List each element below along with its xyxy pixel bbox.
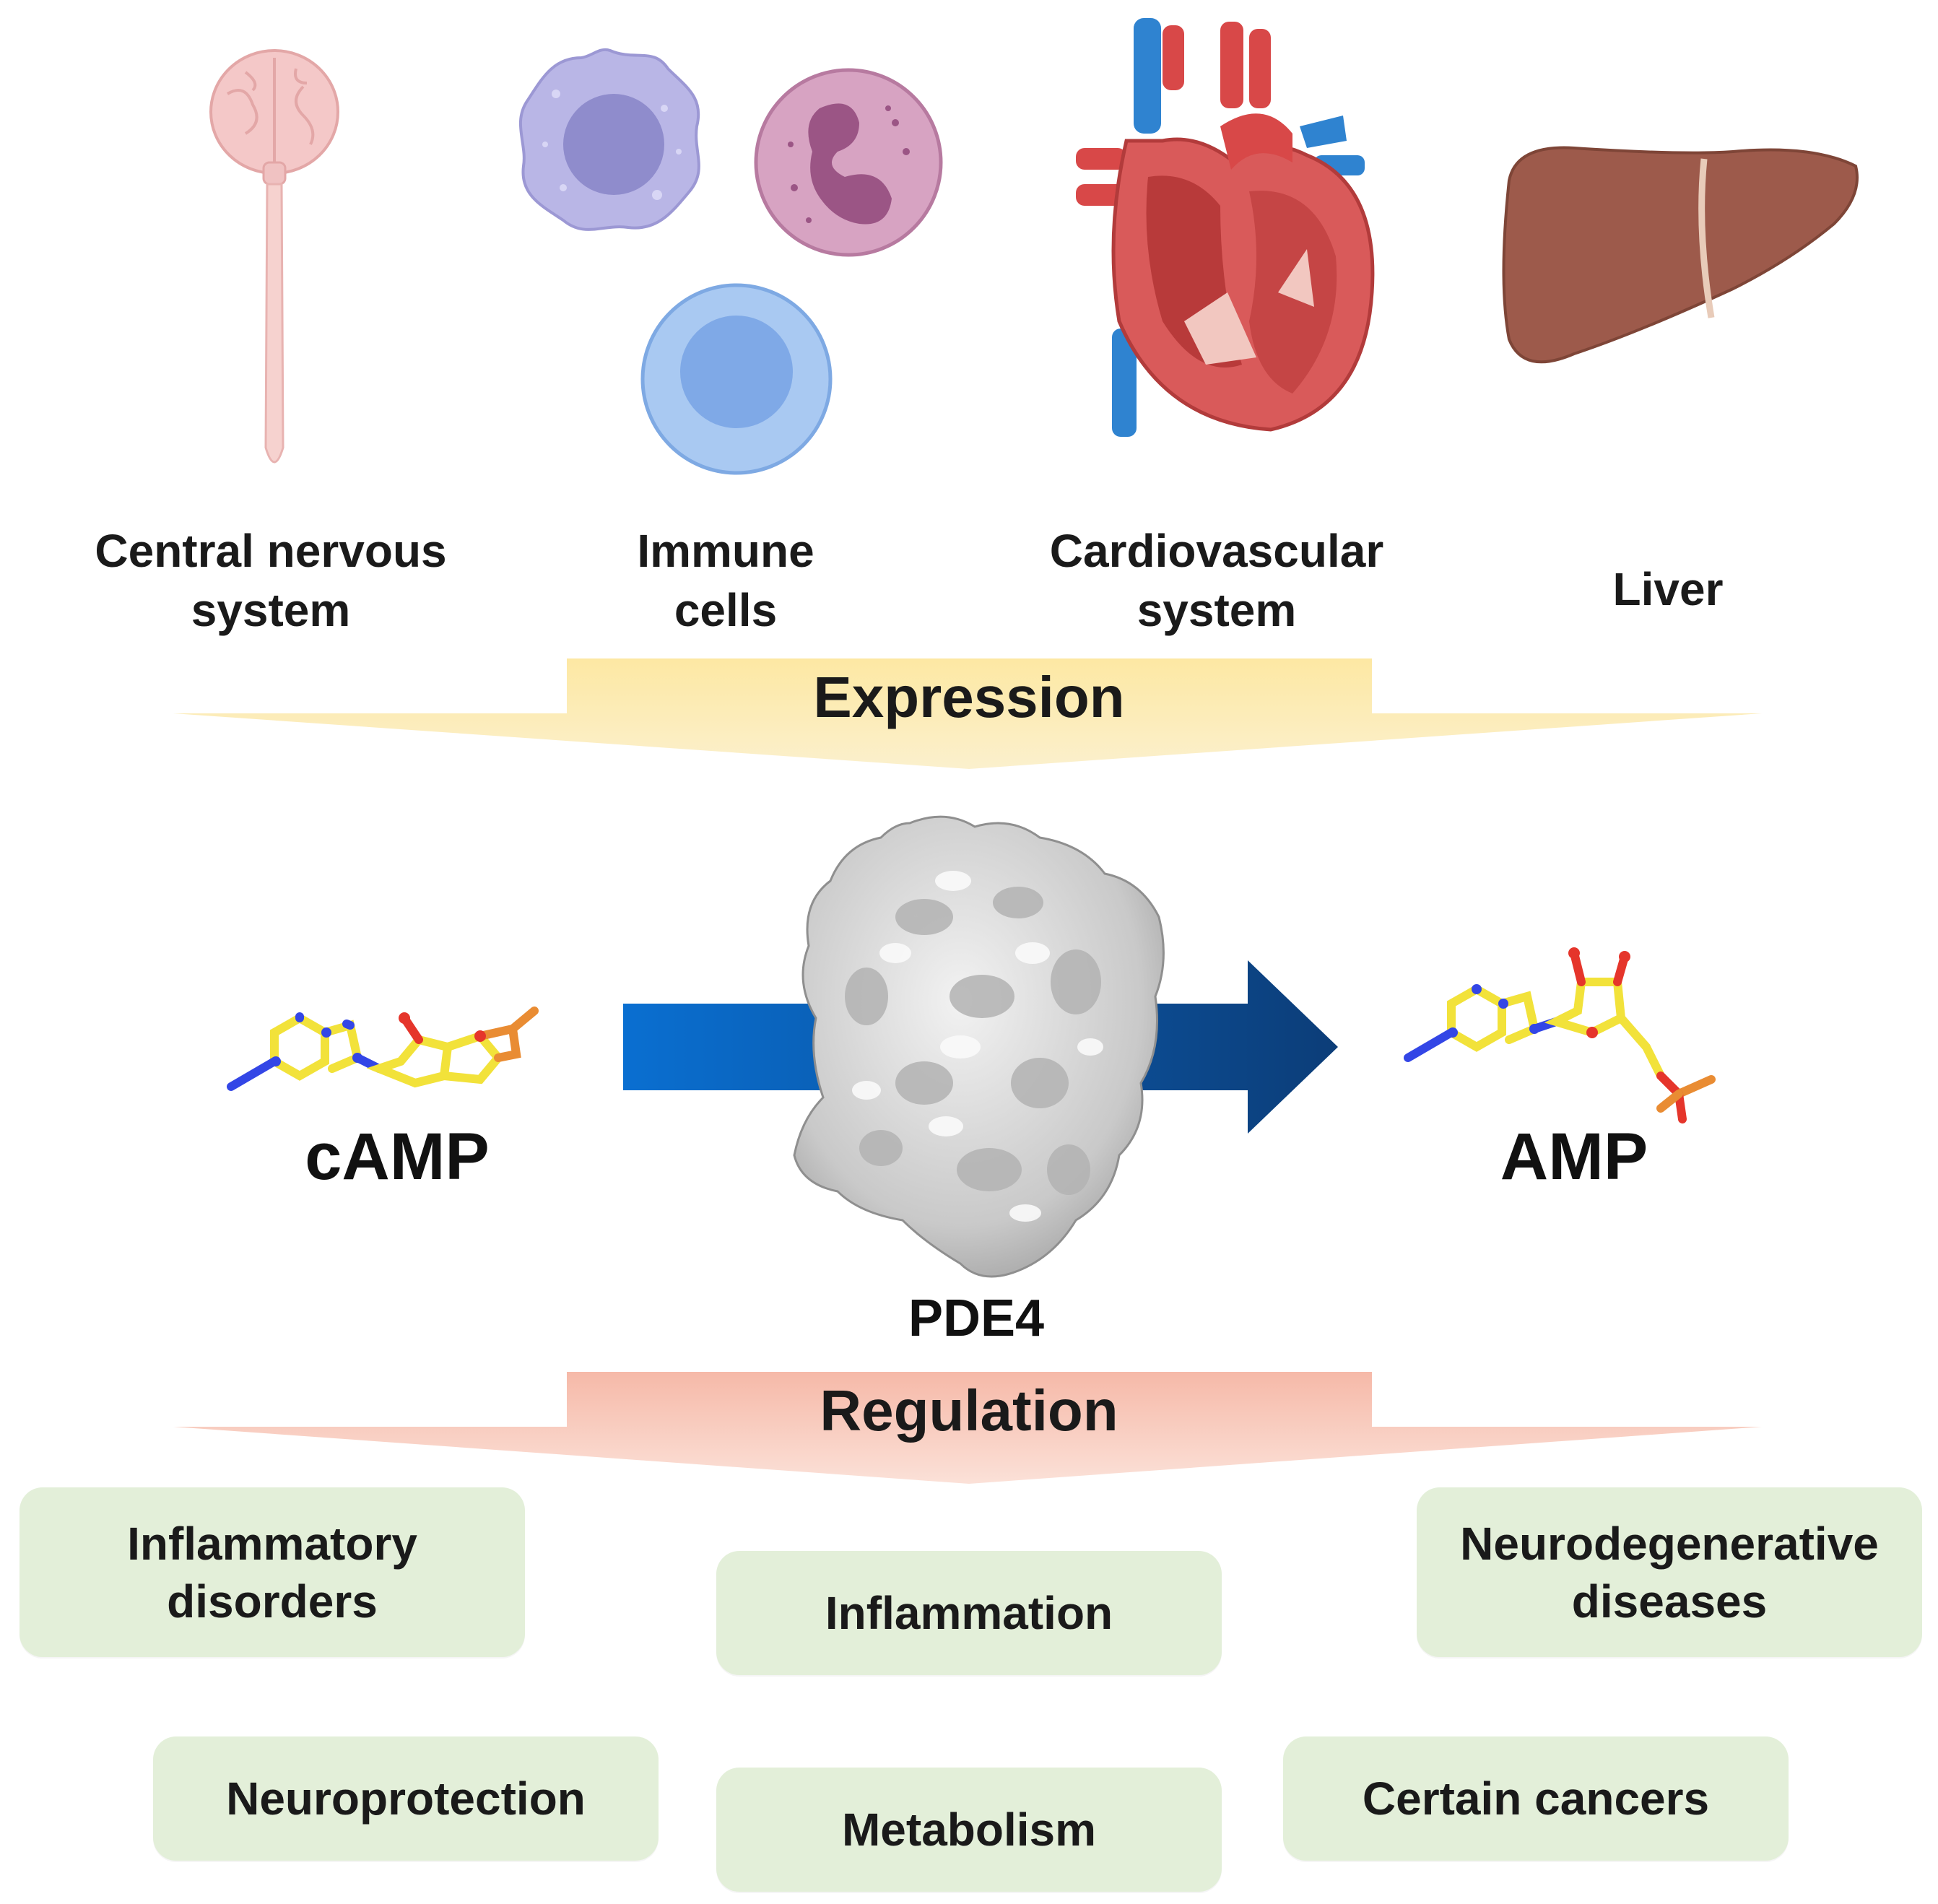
outcome-box-inflammation: Inflammation	[716, 1551, 1222, 1675]
neutrophil-cell-icon	[754, 68, 943, 257]
organ-label-cns: Central nervous system	[95, 525, 447, 636]
amp-molecule-structure	[1404, 947, 1716, 1123]
regulation-label: Regulation	[820, 1378, 1118, 1443]
liver-icon	[1502, 146, 1859, 364]
outcome-box-neurodegenerative-diseases: Neurodegenerative diseases	[1417, 1487, 1922, 1657]
outcome-label: Metabolism	[841, 1804, 1097, 1856]
outcome-label: Neuroprotection	[226, 1773, 586, 1825]
enzyme-label: PDE4	[908, 1290, 1045, 1347]
organ-label-liver: Liver	[1612, 563, 1724, 615]
organ-label-immune-cells: Immune cells	[637, 525, 814, 636]
macrophage-cell-icon	[518, 48, 700, 231]
substrate-label: cAMP	[305, 1120, 490, 1194]
outcome-label: Certain cancers	[1362, 1773, 1710, 1825]
lymphocyte-cell-icon	[640, 283, 833, 475]
regulation-arrow-band	[173, 1372, 1762, 1484]
camp-molecule-structure	[227, 1007, 539, 1091]
outcome-label: Neurodegenerative diseases	[1460, 1517, 1879, 1627]
expression-arrow-band	[173, 658, 1762, 769]
outcome-label: Inflammation	[825, 1587, 1113, 1639]
heart-icon	[1076, 18, 1375, 437]
expression-label: Expression	[813, 665, 1125, 729]
outcome-box-certain-cancers: Certain cancers	[1283, 1736, 1789, 1861]
brain-spinal-cord-icon	[209, 49, 339, 464]
outcome-label: Inflammatory disorders	[127, 1517, 417, 1627]
outcome-box-metabolism: Metabolism	[716, 1768, 1222, 1892]
pde4-protein-surface	[793, 815, 1165, 1278]
organ-label-cardiovascular: Cardiovascular system	[1049, 525, 1384, 636]
product-label: AMP	[1500, 1120, 1648, 1194]
outcome-box-inflammatory-disorders: Inflammatory disorders	[19, 1487, 525, 1657]
outcome-box-neuroprotection: Neuroprotection	[153, 1736, 659, 1861]
